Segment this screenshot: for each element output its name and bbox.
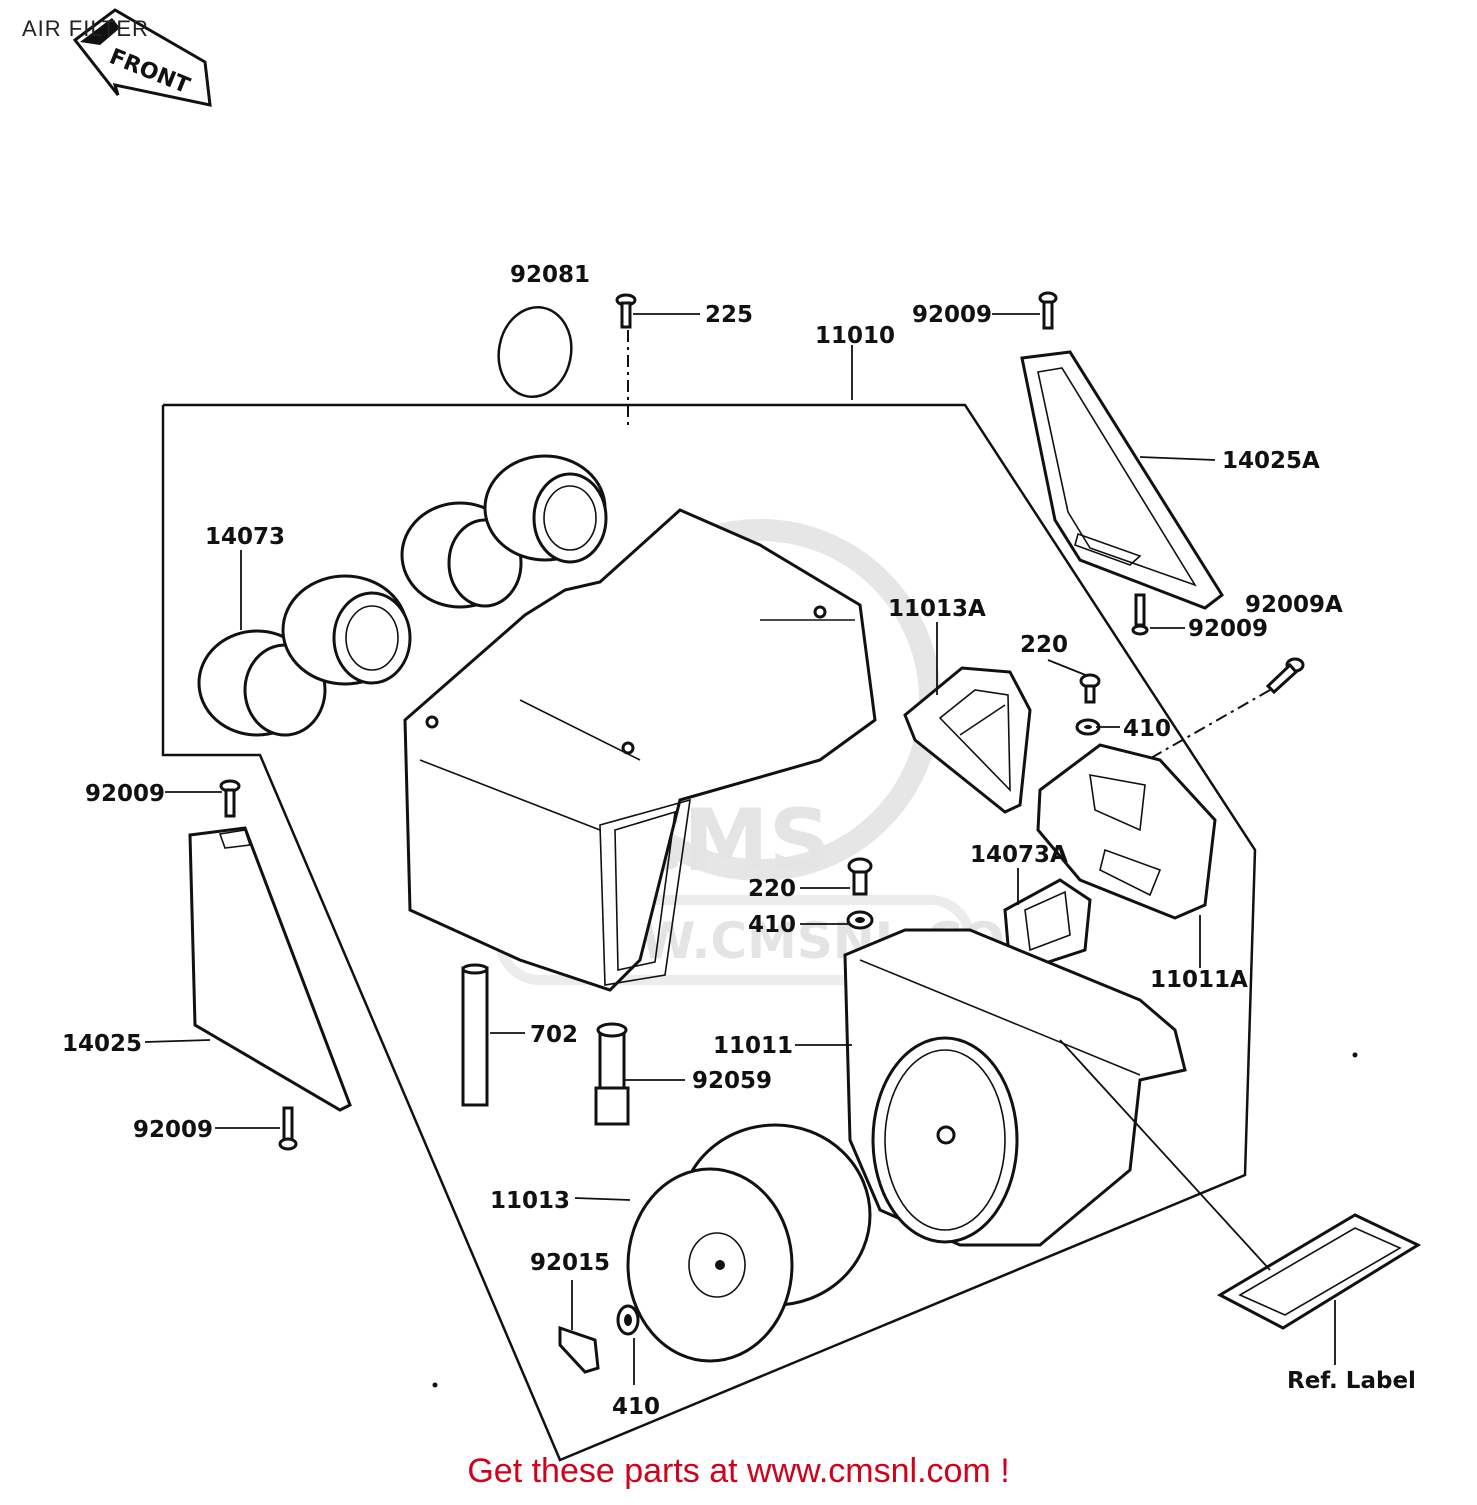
duct-rear-pair	[400, 454, 608, 609]
part-label-92009-right: 92009	[1188, 616, 1268, 642]
screw-92009-bottom-icon	[278, 1106, 298, 1151]
side-cover-14025	[188, 826, 352, 1112]
side-cover-14025a	[1020, 350, 1224, 610]
part-label-11013: 11013	[490, 1188, 570, 1214]
part-label-11010: 11010	[815, 323, 895, 349]
tube-702	[461, 963, 489, 1107]
washer-410-right-icon	[1075, 718, 1101, 736]
part-label-92009-bottom: 92009	[133, 1117, 213, 1143]
part-label-220-mid: 220	[748, 876, 796, 902]
part-label-14025: 14025	[62, 1031, 142, 1057]
page-title: AIR FILTER	[22, 16, 149, 41]
part-label-410-right: 410	[1123, 716, 1171, 742]
screw-225-icon	[615, 293, 637, 425]
part-label-92009-top: 92009	[912, 302, 992, 328]
duct-14073-pair	[197, 574, 412, 737]
part-label-225: 225	[705, 302, 753, 328]
screw-92009-top-icon	[1038, 291, 1058, 330]
screw-220-right-icon	[1079, 673, 1101, 704]
part-label-410-mid: 410	[748, 912, 796, 938]
washer-410-bottom-icon	[616, 1304, 640, 1336]
part-label-410-bottom: 410	[612, 1394, 660, 1420]
part-label-11011a: 11011A	[1150, 967, 1248, 993]
ref-label-caption: Ref. Label	[1287, 1368, 1416, 1394]
bolt-92009a-icon	[1129, 657, 1305, 771]
part-label-92009-left: 92009	[85, 781, 165, 807]
air-box-11010	[403, 508, 877, 992]
part-label-11011: 11011	[713, 1033, 793, 1059]
screw-92009-left-icon	[219, 779, 241, 818]
screw-220-mid-icon	[847, 857, 873, 896]
part-label-220-right: 220	[1020, 632, 1068, 658]
reference-label-plate	[1059, 1039, 1422, 1330]
part-label-14025a: 14025A	[1222, 448, 1320, 474]
cover-11011a	[1036, 743, 1217, 920]
part-labels: 92081 225 11010 92009 14025A 14073 11013…	[62, 262, 1416, 1420]
leader-lines	[144, 313, 1336, 1385]
part-label-92009a: 92009A	[1245, 592, 1343, 618]
filter-case-11011	[843, 928, 1187, 1247]
part-label-92015: 92015	[530, 1250, 610, 1276]
assembly-outline	[161, 403, 1257, 1462]
filter-element-11013	[626, 1123, 872, 1363]
part-label-92059: 92059	[692, 1068, 772, 1094]
o-ring-92081	[497, 305, 573, 399]
screw-92009-right-icon	[1131, 593, 1149, 636]
part-label-702: 702	[530, 1022, 578, 1048]
clip-92015-icon	[558, 1325, 600, 1374]
part-label-14073: 14073	[205, 524, 285, 550]
plug-92059	[594, 1022, 630, 1126]
part-label-11013a: 11013A	[888, 596, 986, 622]
filter-element-11013a	[903, 666, 1032, 814]
washer-410-mid-icon	[846, 910, 874, 930]
part-label-92081: 92081	[510, 262, 590, 288]
part-label-14073a: 14073A	[970, 842, 1068, 868]
footer-call-to-action[interactable]: Get these parts at www.cmsnl.com !	[467, 1452, 1010, 1490]
